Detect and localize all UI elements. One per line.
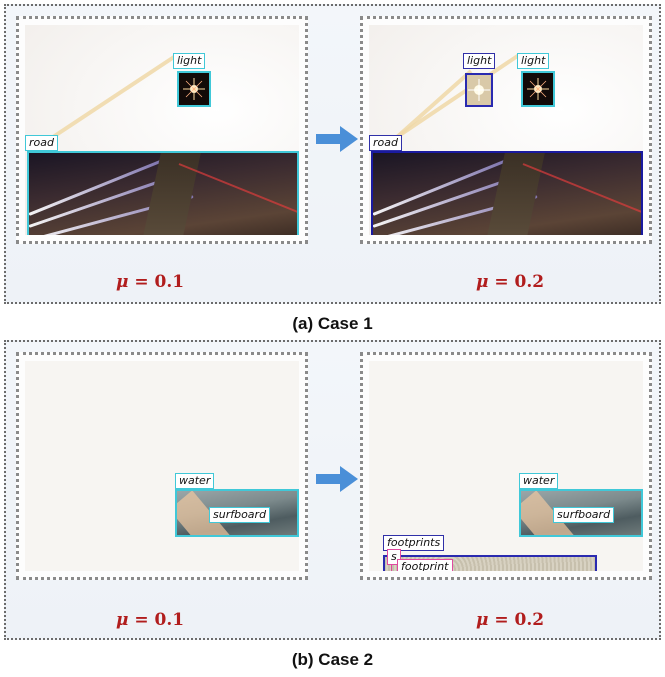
case2-right-frame: water surfboard footprints s footprint [360,352,652,580]
light-connector-line [51,53,179,139]
light-crop [177,71,211,107]
light-star-icon [527,78,549,100]
case1-left-frame: light road [16,16,308,244]
light-label-b: light [517,53,550,69]
light-crop-b [521,71,555,107]
case1-left-scene: light road [25,25,299,235]
case2-left-mu: μ = 0.1 [116,610,185,630]
case1-left-mu: μ = 0.1 [116,272,185,292]
road-crop [27,151,299,235]
case1-right-mu: μ = 0.2 [476,272,545,292]
light-star-icon [183,78,205,100]
light-label: light [173,53,206,69]
case2-panel: water surfboard water surfboard footprin… [4,340,661,640]
water-label: water [175,473,215,489]
footprint-label: footprint [397,559,453,571]
case1-right-frame: light light road [360,16,652,244]
road-label: road [369,135,402,151]
water-label: water [519,473,559,489]
case1-panel: light road [4,4,661,304]
road-label: road [25,135,58,151]
light-star-icon [468,79,490,101]
footprints-label: footprints [383,535,445,551]
road-crop [371,151,643,235]
case1-right-scene: light light road [369,25,643,235]
case2-left-frame: water surfboard [16,352,308,580]
light-crop-a [465,73,493,107]
arrow-right-icon [316,466,358,492]
case2-right-scene: water surfboard footprints s footprint [369,361,643,571]
surfboard-label: surfboard [553,507,615,523]
surfboard-label: surfboard [209,507,271,523]
case2-caption: (b) Case 2 [291,650,374,669]
case1-caption: (a) Case 1 [292,314,373,333]
light-label-a: light [463,53,496,69]
case2-right-mu: μ = 0.2 [476,610,545,630]
arrow-right-icon [316,126,358,152]
case2-left-scene: water surfboard [25,361,299,571]
light-connector-lines [395,53,521,139]
